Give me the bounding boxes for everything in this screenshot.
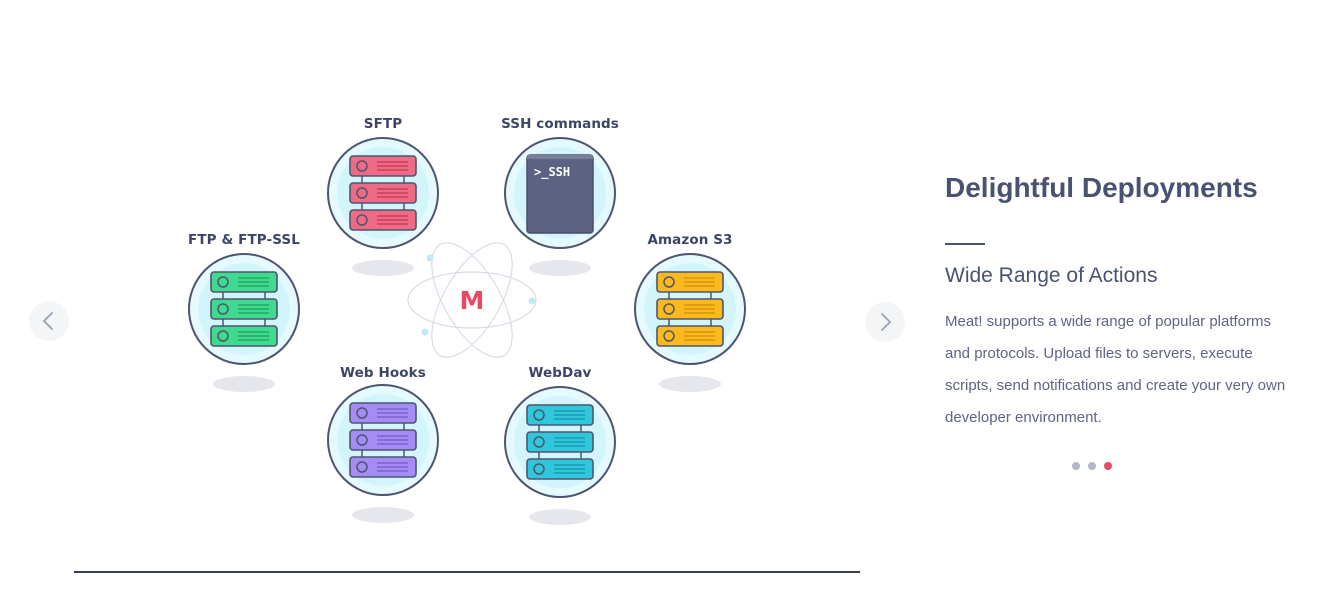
- node-shadow: [659, 376, 721, 392]
- node-label-sftp: SFTP: [363, 116, 403, 132]
- node-shadow: [529, 509, 591, 525]
- server-rack-icon: [656, 271, 724, 347]
- node-ftp: [188, 253, 300, 392]
- server-rack-icon: [526, 404, 594, 480]
- integrations-diagram: M >_SSH: [188, 137, 746, 525]
- slide-title: Delightful Deployments: [945, 172, 1258, 203]
- orbit-dot: [426, 254, 434, 262]
- node-webdav: [504, 386, 616, 525]
- title-divider: [945, 243, 985, 245]
- server-rack-icon: [210, 271, 278, 347]
- pagination-dot-1[interactable]: [1072, 462, 1080, 470]
- node-shadow: [213, 376, 275, 392]
- pagination-dot-2[interactable]: [1088, 462, 1096, 470]
- chevron-right-icon: [881, 313, 891, 331]
- slide-pagination: [1072, 462, 1120, 472]
- node-label-ftp: FTP & FTP-SSL: [188, 232, 300, 248]
- server-rack-icon: [349, 155, 417, 231]
- node-shadow: [352, 507, 414, 523]
- atom-orbit-icon: [407, 242, 537, 358]
- prev-slide-button[interactable]: [29, 301, 69, 341]
- node-ssh: >_SSH: [504, 137, 616, 276]
- terminal-icon: >_SSH: [526, 154, 594, 234]
- meat-logo-icon: M: [460, 286, 485, 315]
- pagination-dot-3[interactable]: [1104, 462, 1112, 470]
- node-sftp: [327, 137, 439, 276]
- slide-subtitle: Wide Range of Actions: [945, 264, 1158, 287]
- node-shadow: [352, 260, 414, 276]
- node-label-webdav: WebDav: [528, 365, 592, 381]
- node-label-s3: Amazon S3: [647, 232, 733, 248]
- node-label-ssh: SSH commands: [501, 116, 619, 132]
- bottom-divider: [74, 571, 860, 573]
- server-rack-icon: [349, 402, 417, 478]
- node-shadow: [529, 260, 591, 276]
- slide-description: Meat! supports a wide range of popular p…: [945, 313, 1286, 426]
- orbit-dot: [421, 328, 429, 336]
- terminal-prompt-text: >_SSH: [534, 165, 570, 180]
- orbit-dot: [528, 297, 536, 305]
- node-label-webhooks: Web Hooks: [340, 365, 426, 381]
- deployment-illustration: M >_SSH SFTP SSH commands FTP & FTP-SSL …: [188, 116, 746, 525]
- node-s3: [634, 253, 746, 392]
- next-slide-button[interactable]: [865, 302, 905, 342]
- chevron-left-icon: [43, 312, 53, 330]
- node-webhooks: [327, 384, 439, 523]
